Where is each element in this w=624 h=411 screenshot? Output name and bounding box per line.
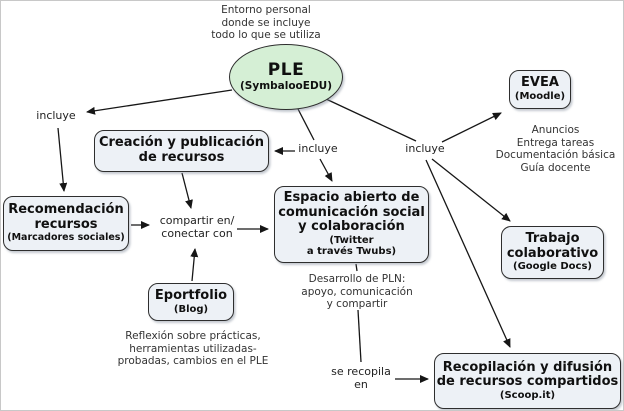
node-ple[interactable]: PLE (SymbalooEDU)	[229, 44, 343, 110]
link-label-incluye-right[interactable]: incluye	[405, 142, 445, 155]
edge-eportfolio-to-compartir	[190, 248, 199, 282]
link-label-se-recopila[interactable]: se recopila en	[331, 365, 391, 391]
edge-incluye-right-to-trabajo	[431, 158, 511, 222]
node-recomendacion[interactable]: Recomendación recursos (Marcadores socia…	[3, 196, 129, 251]
node-creacion-title: Creación y publicación de recursos	[98, 135, 265, 165]
edge-ple-to-incluye-left	[86, 89, 233, 115]
edge-incluye-right-to-recopilacion	[425, 159, 511, 348]
annotation-evea-items: Anuncios Entrega tareas Documentación bá…	[495, 124, 616, 174]
annotation-reflexion: Reflexión sobre prácticas, herramientas …	[117, 330, 269, 368]
link-label-compartir[interactable]: compartir en/ conectar con	[159, 214, 235, 240]
node-espacio-subtitle: (Twitter a través Twubs)	[306, 234, 397, 258]
node-recopilacion-title: Recopilación y difusión de recursos comp…	[436, 359, 619, 390]
node-recomendacion-subtitle: (Marcadores sociales)	[7, 231, 125, 243]
node-trabajo[interactable]: Trabajo colaborativo (Google Docs)	[501, 226, 604, 279]
edge-ple-to-incluye-mid	[297, 108, 315, 141]
node-recomendacion-title: Recomendación recursos	[8, 202, 124, 233]
annotation-desarrollo: Desarrollo de PLN: apoyo, comunicación y…	[301, 273, 413, 311]
node-eportfolio[interactable]: Eportfolio (Blog)	[148, 283, 234, 321]
link-label-incluye-mid[interactable]: incluye	[298, 142, 338, 155]
node-eportfolio-title: Eportfolio	[154, 287, 228, 303]
node-creacion[interactable]: Creación y publicación de recursos	[94, 130, 269, 172]
node-trabajo-subtitle: (Google Docs)	[513, 261, 592, 273]
node-recopilacion[interactable]: Recopilación y difusión de recursos comp…	[434, 353, 621, 409]
edge-creacion-to-compartir	[181, 172, 193, 209]
node-espacio-title: Espacio abierto de comunicación social y…	[278, 190, 425, 235]
node-evea-subtitle: (Moodle)	[514, 91, 566, 103]
annotation-entorno: Entorno personal donde se incluye todo l…	[211, 4, 321, 42]
edge-incluye-left-to-recomendacion	[57, 127, 68, 192]
edge-desarrollo-to-serecopila	[357, 309, 362, 363]
link-label-incluye-left[interactable]: incluye	[36, 109, 76, 122]
edge-espacio-tick	[355, 263, 358, 272]
node-evea[interactable]: EVEA (Moodle)	[509, 70, 571, 109]
node-evea-title: EVEA	[521, 75, 559, 91]
node-ple-title: PLE	[267, 60, 305, 81]
node-espacio[interactable]: Espacio abierto de comunicación social y…	[274, 186, 429, 263]
edge-incluye-right-to-evea	[441, 112, 502, 143]
node-trabajo-title: Trabajo colaborativo	[506, 231, 599, 261]
edge-ple-to-incluye-right	[325, 98, 417, 142]
node-eportfolio-subtitle: (Blog)	[173, 303, 209, 315]
node-recopilacion-subtitle: (Scoop.it)	[499, 389, 556, 401]
node-ple-subtitle: (SymbalooEDU)	[240, 80, 332, 93]
edge-incluye-mid-to-espacio	[319, 158, 333, 182]
